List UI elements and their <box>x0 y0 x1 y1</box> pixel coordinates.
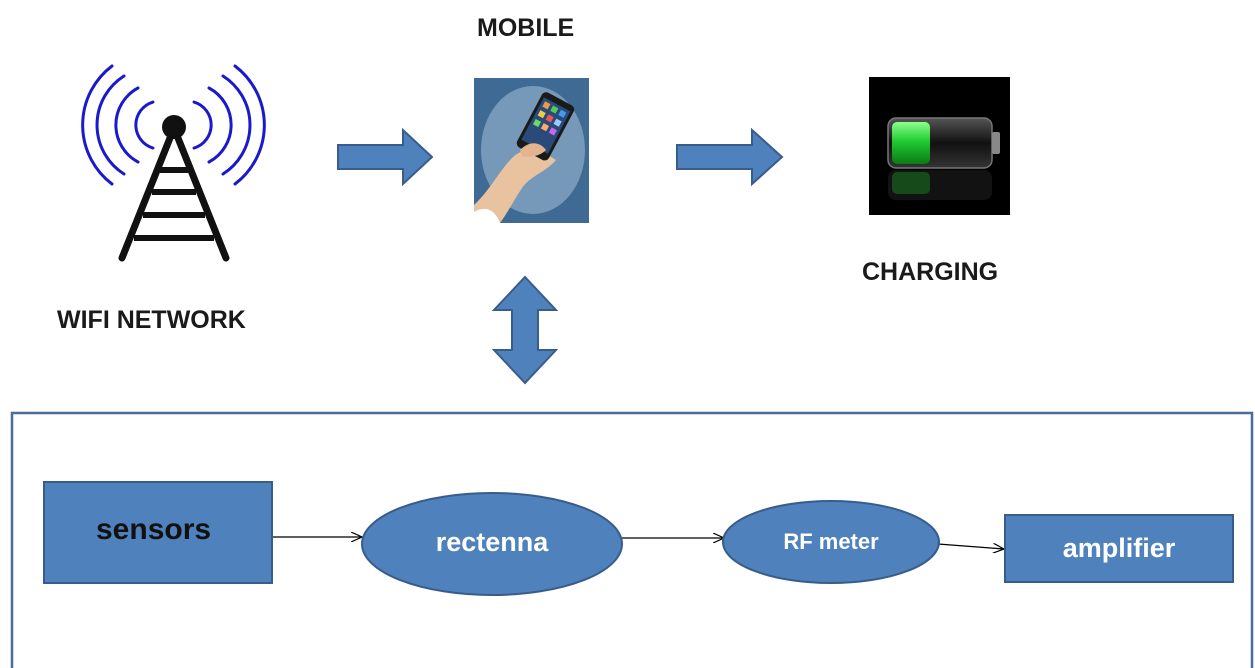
arrow-mobile-to-pipeline <box>491 275 559 385</box>
sensors-label: sensors <box>96 513 212 546</box>
arrow-mobile-to-charging <box>676 127 784 187</box>
battery-charging-icon <box>869 77 1010 215</box>
amplifier-node <box>1004 514 1234 583</box>
amplifier-label: amplifier <box>1062 533 1176 563</box>
wifi-network-label: WIFI NETWORK <box>57 306 246 334</box>
sensors-node <box>43 481 273 584</box>
rf-meter-node <box>722 500 940 584</box>
rectenna-node <box>361 492 623 596</box>
wifi-tower-icon <box>81 64 266 262</box>
edge-rfmeter-amplifier <box>937 544 1004 549</box>
mobile-phone-icon <box>474 78 589 223</box>
arrow-wifi-to-mobile <box>337 127 434 187</box>
rf-meter-label: RF meter <box>783 529 879 554</box>
pipeline-frame <box>10 411 1254 668</box>
rectenna-label: rectenna <box>435 527 549 557</box>
charging-label: CHARGING <box>862 258 999 286</box>
mobile-label: MOBILE <box>477 14 575 42</box>
